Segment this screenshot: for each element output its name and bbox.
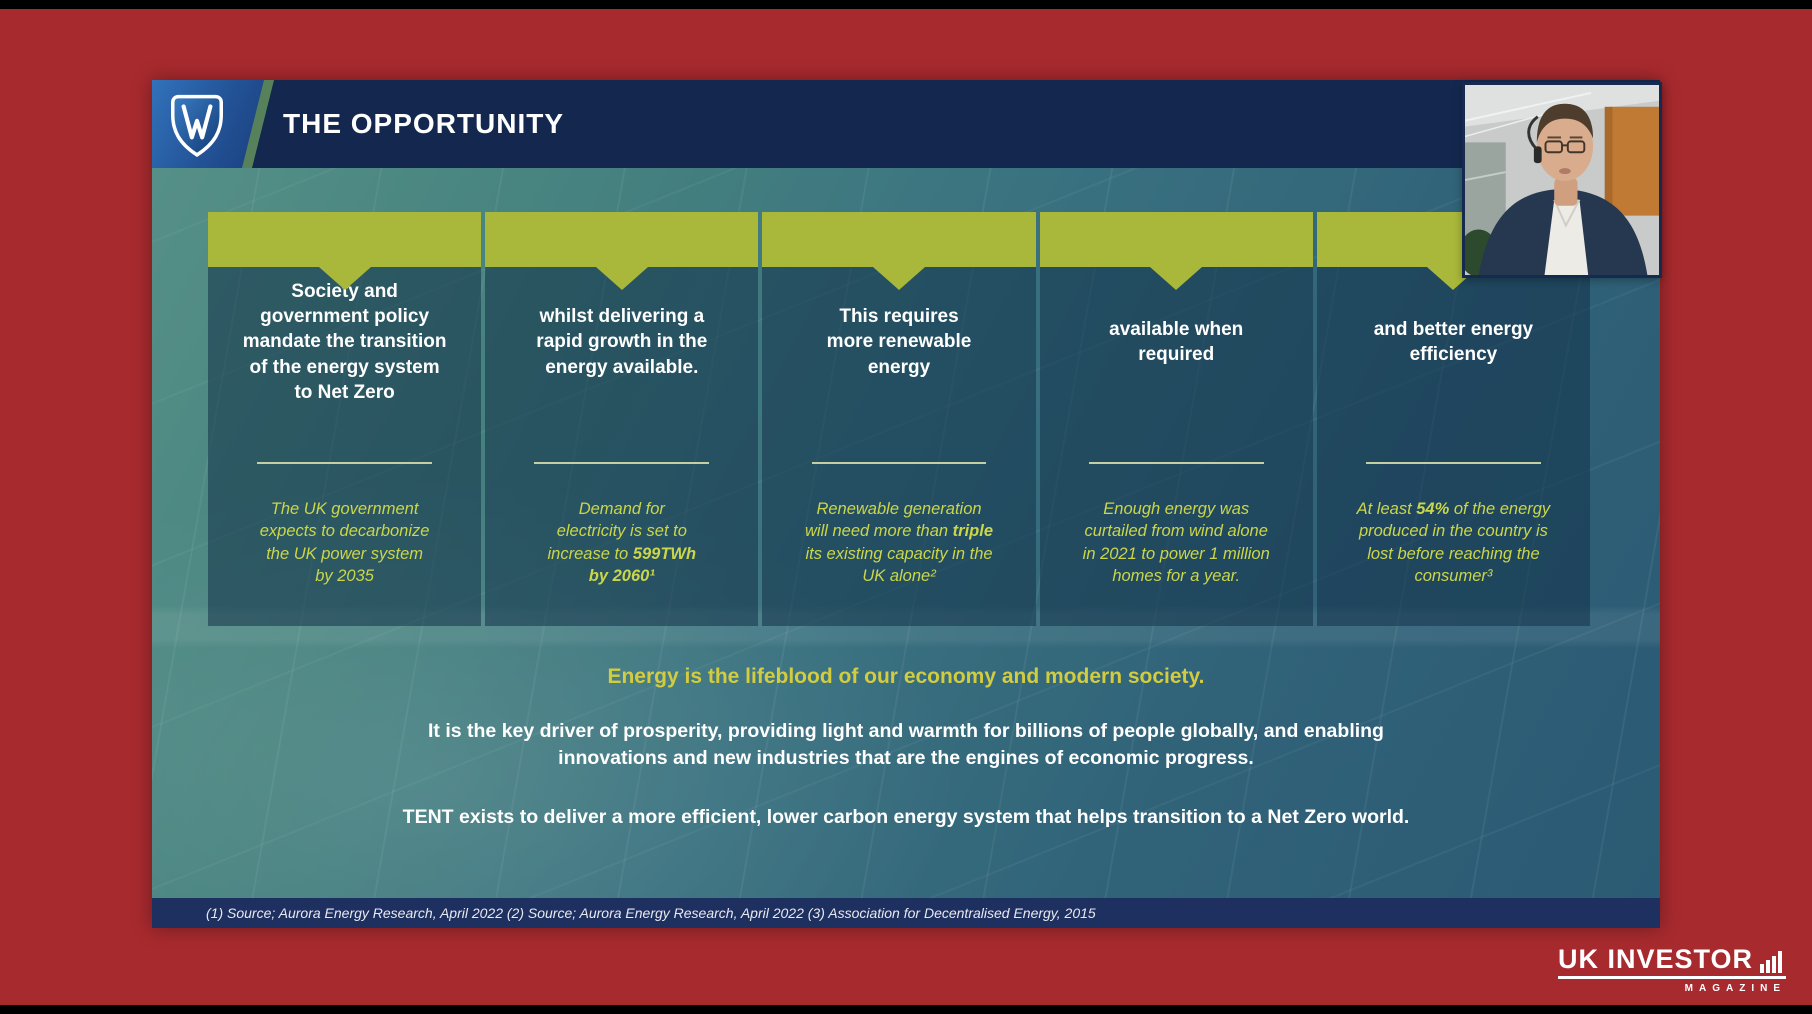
uk-investor-magazine-logo: UK INVESTOR MAGAZINE (1557, 944, 1786, 994)
letterbox-top (0, 0, 1812, 9)
statement-highlight: Energy is the lifeblood of our economy a… (607, 665, 1205, 688)
presenter-figure (1465, 85, 1659, 275)
column-detail: At least 54% of the energy produced in t… (1356, 500, 1551, 585)
column-detail: Demand for electricity is set to increas… (547, 500, 697, 585)
column-heading: available when required (1109, 318, 1244, 365)
column-energy-growth: whilst delivering a rapid growth in the … (485, 212, 759, 626)
column-divider (534, 462, 710, 464)
statement-paragraph-2: TENT exists to deliver a more efficient,… (402, 806, 1410, 828)
column-header-bar (485, 212, 759, 267)
logo-underline (1557, 976, 1786, 979)
headset-icon (1533, 146, 1542, 164)
column-heading: This requires more renewable energy (826, 306, 972, 378)
presenter-webcam (1462, 82, 1662, 278)
column-available-when-required: available when required Enough energy wa… (1039, 212, 1313, 626)
column-header-bar (208, 212, 482, 267)
column-heading: and better energy efficiency (1373, 318, 1534, 365)
column-heading: Society and government policy mandate th… (242, 281, 447, 403)
slide-header: THE OPPORTUNITY (152, 80, 1660, 168)
column-body: available when required Enough energy wa… (1039, 267, 1313, 626)
company-shield-logo-icon (168, 92, 226, 158)
column-body: and better energy efficiency At least 54… (1316, 267, 1591, 626)
logo-wordmark: UK INVESTOR (1557, 944, 1753, 974)
column-detail: Renewable generation will need more than… (805, 500, 994, 585)
column-body: Society and government policy mandate th… (208, 267, 482, 626)
slide-title: THE OPPORTUNITY (283, 108, 565, 139)
column-energy-efficiency: and better energy efficiency At least 54… (1316, 212, 1591, 626)
column-society-policy: Society and government policy mandate th… (208, 212, 482, 626)
bar-chart-icon (1760, 951, 1782, 973)
logo-plate (152, 80, 264, 168)
letterbox-bottom (0, 1005, 1812, 1014)
column-body: whilst delivering a rapid growth in the … (485, 267, 759, 626)
column-heading: whilst delivering a rapid growth in the … (536, 306, 708, 378)
footnote-bar: (1) Source; Aurora Energy Research, Apri… (152, 898, 1660, 928)
presentation-slide: THE OPPORTUNITY Society and government p… (152, 80, 1660, 928)
column-body: This requires more renewable energy Rene… (762, 267, 1036, 626)
logo-magazine-label: MAGAZINE (1684, 983, 1786, 994)
column-divider (257, 462, 433, 464)
column-divider (1088, 462, 1264, 464)
statement-paragraph-1: It is the key driver of prosperity, prov… (428, 720, 1384, 769)
column-divider (1365, 462, 1541, 464)
column-renewable-energy: This requires more renewable energy Rene… (762, 212, 1036, 626)
column-detail: The UK government expects to decarbonize… (259, 500, 430, 585)
opportunity-columns: Society and government policy mandate th… (208, 212, 1591, 626)
column-header-bar (1039, 212, 1313, 267)
footnote-text: (1) Source; Aurora Energy Research, Apri… (206, 905, 1096, 921)
column-detail: Enough energy was curtailed from wind al… (1082, 500, 1270, 585)
column-header-bar (762, 212, 1036, 267)
column-divider (811, 462, 987, 464)
